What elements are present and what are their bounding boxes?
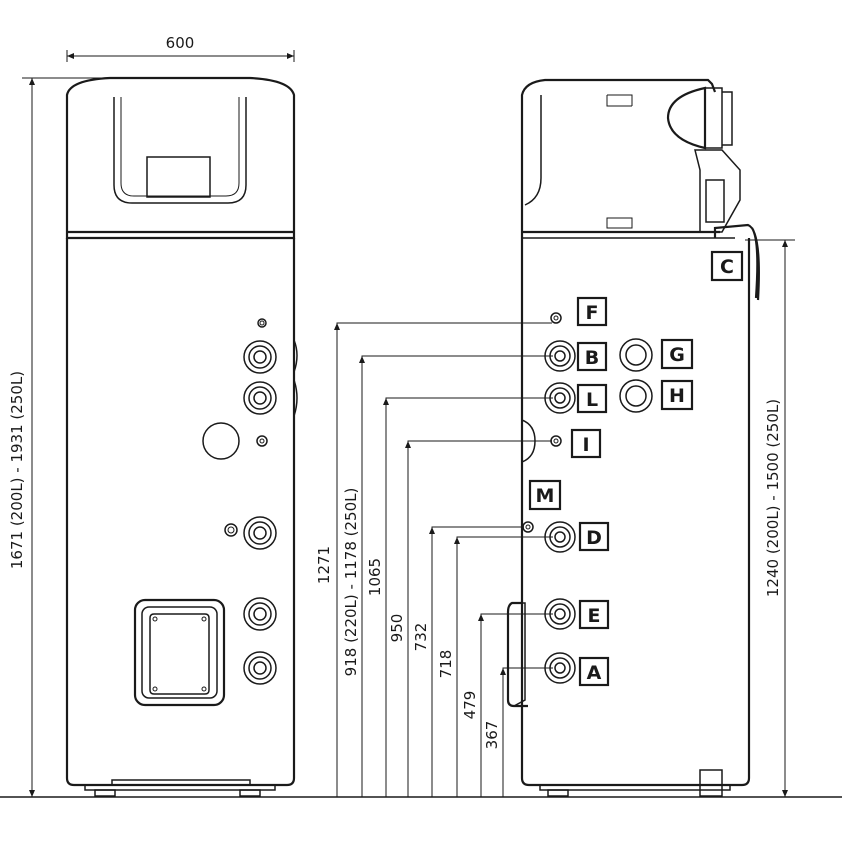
svg-text:D: D bbox=[586, 527, 602, 549]
side-bracket-bottom bbox=[606, 217, 633, 229]
callout-A: A bbox=[578, 656, 610, 687]
dim-1240-1500: 1240 (200L) - 1500 (250L) bbox=[764, 399, 782, 597]
svg-text:I: I bbox=[582, 434, 589, 456]
front-top-cap bbox=[65, 76, 296, 240]
side-foot-left bbox=[547, 789, 569, 797]
front-display-inner bbox=[120, 97, 240, 197]
svg-text:F: F bbox=[586, 302, 599, 324]
width-dimension: 600 bbox=[66, 34, 295, 62]
front-fitting-small-top bbox=[257, 318, 267, 328]
width-value: 600 bbox=[166, 34, 195, 52]
front-base bbox=[84, 779, 276, 791]
front-fitting-3 bbox=[243, 516, 277, 550]
front-foot-right bbox=[239, 789, 261, 797]
side-recess-edge bbox=[524, 95, 542, 206]
dim-718: 718 bbox=[437, 650, 455, 679]
callout-M: M bbox=[528, 479, 562, 511]
dim-918-1178: 918 (220L) - 1178 (250L) bbox=[342, 488, 360, 677]
front-inspection-panel bbox=[133, 598, 226, 707]
callout-H: H bbox=[660, 379, 694, 411]
side-base bbox=[539, 785, 731, 791]
fitting-G bbox=[619, 338, 653, 372]
side-vent bbox=[705, 179, 725, 223]
dim-479: 479 bbox=[461, 691, 479, 720]
side-fan-housing bbox=[666, 86, 707, 150]
front-fitting-small-mid bbox=[256, 435, 268, 447]
callout-E: E bbox=[578, 599, 610, 630]
fitting-M bbox=[522, 521, 534, 533]
total-height-value: 1671 (200L) - 1931 (250L) bbox=[8, 371, 26, 569]
dim-950: 950 bbox=[388, 614, 406, 643]
callout-I: I bbox=[570, 428, 602, 459]
svg-text:B: B bbox=[585, 347, 599, 369]
front-display-recess bbox=[113, 97, 247, 204]
callout-L: L bbox=[576, 383, 608, 414]
condensate-height-dimension: 1240 (200L) - 1500 (250L) bbox=[745, 239, 795, 797]
front-round-cover bbox=[202, 422, 240, 460]
fitting-I bbox=[550, 435, 562, 447]
callout-D: D bbox=[578, 521, 610, 552]
svg-text:A: A bbox=[587, 662, 602, 684]
front-fitting-small-left bbox=[224, 523, 238, 537]
front-fitting-5 bbox=[243, 651, 277, 685]
callout-B: B bbox=[576, 341, 608, 372]
front-fitting-4 bbox=[243, 597, 277, 631]
dim-1271: 1271 bbox=[315, 546, 333, 584]
fitting-H bbox=[619, 379, 653, 413]
dim-732: 732 bbox=[412, 623, 430, 652]
svg-text:H: H bbox=[669, 385, 685, 407]
height-dimensions: 1271 918 (220L) - 1178 (250L) 1065 950 7… bbox=[315, 322, 553, 797]
callout-F: F bbox=[576, 296, 608, 327]
svg-text:E: E bbox=[588, 605, 601, 627]
front-fitting-2 bbox=[243, 381, 277, 415]
callout-C: C bbox=[710, 250, 744, 282]
dim-1065: 1065 bbox=[366, 558, 384, 596]
callout-G: G bbox=[660, 338, 694, 370]
svg-text:M: M bbox=[536, 485, 555, 507]
svg-text:G: G bbox=[669, 344, 685, 366]
side-bracket-top bbox=[606, 94, 633, 107]
svg-text:C: C bbox=[720, 256, 734, 278]
side-condensate-pipe bbox=[713, 223, 760, 301]
front-view bbox=[65, 76, 298, 797]
front-fitting-1 bbox=[243, 340, 277, 374]
side-handle bbox=[506, 601, 528, 708]
side-top-cap bbox=[520, 78, 717, 238]
front-side-bumps bbox=[293, 339, 298, 417]
front-foot-left bbox=[94, 789, 116, 797]
svg-text:L: L bbox=[586, 389, 598, 411]
side-body bbox=[520, 238, 751, 787]
front-display-screen bbox=[146, 156, 211, 198]
side-view bbox=[506, 78, 760, 797]
total-height-dimension: 1671 (200L) - 1931 (250L) bbox=[8, 77, 110, 797]
side-foot-right bbox=[699, 769, 723, 797]
side-duct bbox=[694, 149, 741, 233]
dim-367: 367 bbox=[483, 721, 501, 750]
front-body bbox=[65, 238, 296, 787]
fitting-F bbox=[550, 312, 562, 324]
